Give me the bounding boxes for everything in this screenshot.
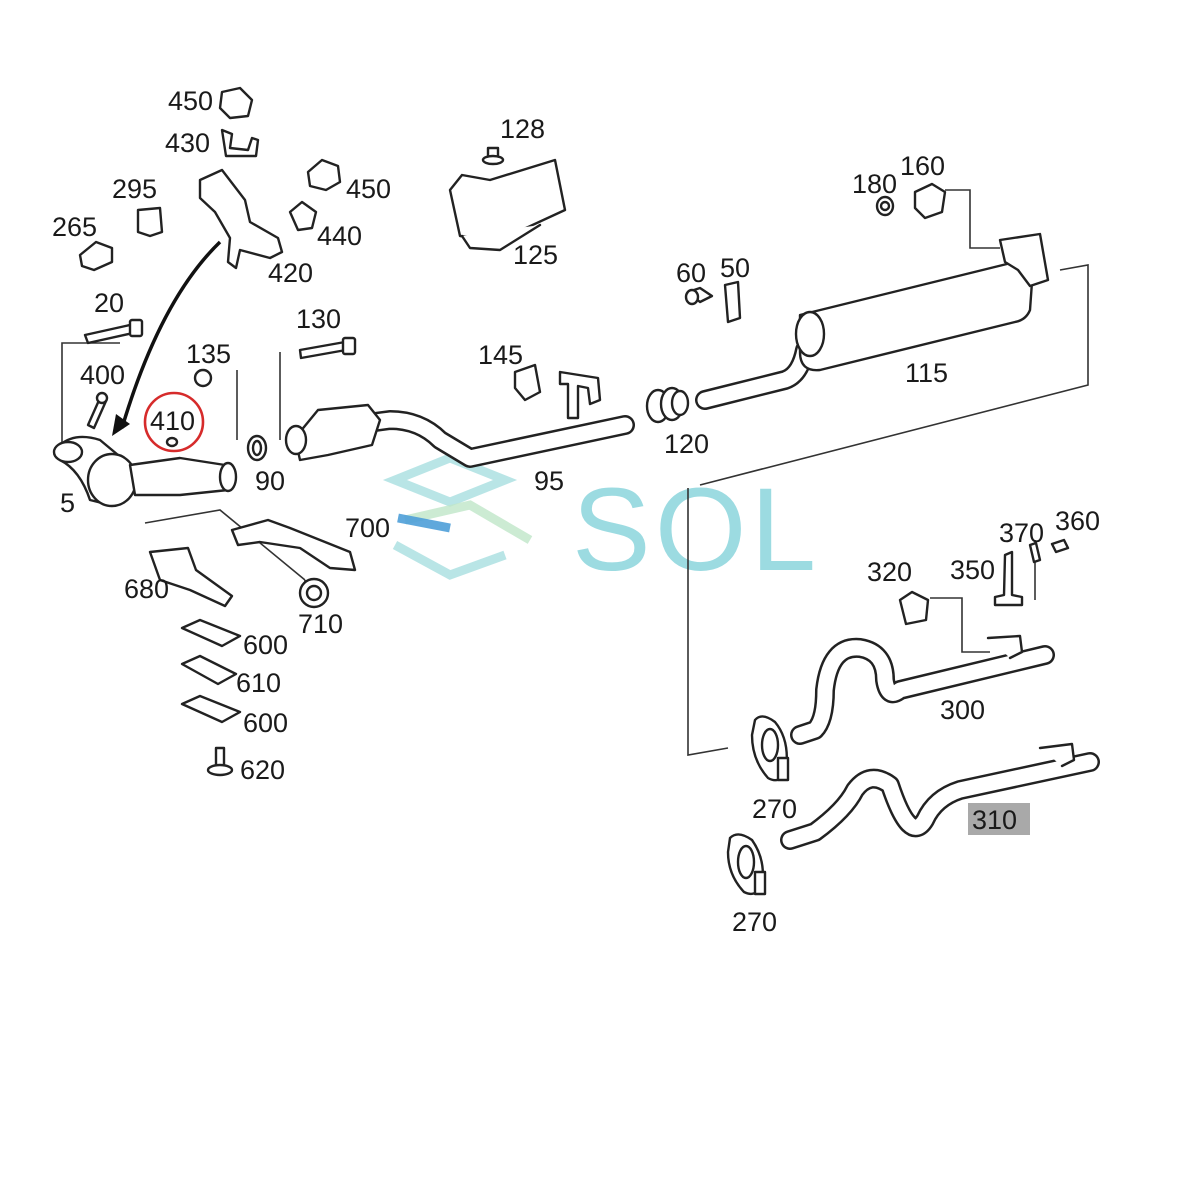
label-95: 95 (534, 466, 564, 496)
label-120: 120 (664, 429, 709, 459)
label-350: 350 (950, 555, 995, 585)
gasket-90 (246, 434, 268, 462)
clamp-270-lower (726, 833, 767, 896)
tailpipe-300 (790, 634, 1055, 745)
label-128: 128 (500, 114, 545, 144)
label-370: 370 (999, 518, 1044, 548)
label-270-lower: 270 (732, 907, 777, 937)
label-115: 115 (905, 358, 948, 388)
bolt-128 (481, 146, 505, 166)
bracket-350 (993, 550, 1024, 607)
label-440: 440 (317, 221, 362, 251)
label-50: 50 (720, 253, 750, 283)
label-145: 145 (478, 340, 523, 370)
label-295: 295 (112, 174, 157, 204)
watermark-text: SOL (572, 464, 820, 596)
label-130: 130 (296, 304, 341, 334)
label-20: 20 (94, 288, 124, 318)
hanger-145 (513, 363, 602, 420)
bracket-700 (230, 518, 357, 572)
highlight-box-310 (968, 803, 1030, 835)
label-400: 400 (80, 360, 125, 390)
catalytic-converter-5 (52, 435, 238, 508)
label-450-right: 450 (346, 174, 391, 204)
assembly-arrow (112, 240, 222, 436)
clip-295 (136, 206, 164, 238)
label-430: 430 (165, 128, 210, 158)
bracket-125 (448, 158, 567, 252)
mount-450-right (306, 158, 342, 192)
label-600: 600 (243, 630, 288, 660)
label-310: 310 (972, 805, 1017, 835)
label-60: 60 (676, 258, 706, 288)
clip-430 (220, 128, 260, 158)
part-labels: 450 430 295 450 440 265 420 128 125 180 … (52, 86, 1100, 937)
bolt-360 (1050, 538, 1070, 554)
label-265: 265 (52, 212, 97, 242)
shield-680 (148, 546, 234, 608)
nut-135 (193, 368, 213, 388)
stud-400 (86, 391, 109, 430)
clamp-270-upper (750, 715, 790, 782)
label-680: 680 (124, 574, 169, 604)
nut-180 (875, 195, 895, 217)
pipe-95 (284, 403, 635, 468)
nut-410 (165, 436, 179, 448)
plate-600-bottom (180, 694, 242, 724)
tailpipe-310 (780, 742, 1100, 850)
label-620: 620 (240, 755, 285, 785)
bolt-620 (206, 746, 234, 777)
mount-450-top (218, 86, 254, 120)
label-600-lower: 600 (243, 708, 288, 738)
plate-600-top (180, 618, 242, 648)
rubber-440 (288, 200, 318, 232)
label-160: 160 (900, 151, 945, 181)
bolt-60 (684, 286, 714, 306)
mount-710 (298, 577, 330, 609)
label-420: 420 (268, 258, 313, 288)
bracket-265 (78, 240, 114, 272)
label-410: 410 (150, 406, 195, 436)
label-700: 700 (345, 513, 390, 543)
label-450: 450 (168, 86, 213, 116)
label-710: 710 (298, 609, 343, 639)
hanger-160 (913, 182, 947, 220)
label-125: 125 (513, 240, 558, 270)
leader-lines (61, 189, 1089, 756)
label-300: 300 (940, 695, 985, 725)
watermark: SOL (382, 453, 820, 596)
label-180: 180 (852, 169, 897, 199)
highlight-circle-410 (143, 391, 205, 453)
bracket-420 (198, 168, 284, 270)
plate-610 (180, 654, 238, 686)
hanger-50 (723, 280, 742, 324)
label-610: 610 (236, 668, 281, 698)
hanger-320 (898, 590, 930, 626)
label-135: 135 (186, 339, 231, 369)
label-5: 5 (60, 488, 75, 518)
label-320: 320 (867, 557, 912, 587)
clamp-120 (645, 386, 690, 424)
bolt-130 (298, 336, 357, 360)
label-270-upper: 270 (752, 794, 797, 824)
label-360: 360 (1055, 506, 1100, 536)
label-90: 90 (255, 466, 285, 496)
bolt-20 (83, 318, 144, 345)
clip-370 (1028, 541, 1042, 564)
muffler-115 (695, 232, 1050, 410)
